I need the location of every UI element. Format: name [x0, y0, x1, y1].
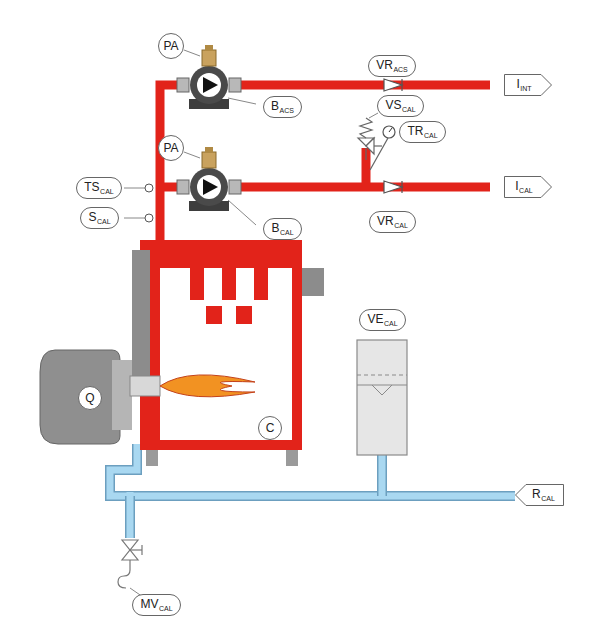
callout-text: VECAL	[367, 313, 397, 327]
callout-subscript: CAL	[280, 229, 294, 236]
callout-text: VRACS	[376, 59, 408, 73]
callout-text: VRCAL	[377, 215, 408, 229]
burner-callout: Q	[78, 386, 102, 410]
callout-text: VSCAL	[385, 99, 415, 113]
callout-label: C	[266, 421, 275, 435]
callout-subscript: CAL	[541, 495, 555, 502]
callout-subscript: INT	[520, 85, 531, 92]
callout-text: C	[266, 422, 275, 434]
callout-subscript: CAL	[159, 605, 173, 612]
pump-symbol	[177, 147, 241, 211]
callout-text: SCAL	[88, 211, 110, 225]
pump-callout: BACS	[263, 96, 302, 118]
callout-label: I	[515, 179, 518, 193]
check-valve-callout: VRACS	[368, 55, 416, 77]
callout-label: PA	[163, 39, 178, 53]
callout-text: PA	[163, 142, 178, 154]
burner	[40, 350, 255, 444]
outlet-arrow: ICAL	[504, 176, 552, 198]
callout-subscript: CAL	[424, 132, 438, 139]
expansion-vessel	[357, 340, 407, 455]
callout-subscript: CAL	[394, 222, 408, 229]
callout-label: PA	[163, 141, 178, 155]
callout-label: VE	[367, 312, 383, 326]
callout-text: TSCAL	[84, 181, 113, 195]
callout-label: R	[532, 487, 541, 501]
callout-text: TRCAL	[407, 125, 437, 139]
callout-label: S	[88, 210, 96, 224]
callout-text: BCAL	[271, 222, 293, 236]
boiler-callout: C	[258, 416, 282, 440]
callout-text: BACS	[271, 100, 294, 114]
callout-subscript: ACS	[280, 107, 294, 114]
callout-label: B	[271, 221, 279, 235]
check-valve-callout: VRCAL	[369, 211, 416, 233]
sensor-callout: SCAL	[80, 207, 119, 229]
callout-label: VS	[385, 98, 401, 112]
pressure-gauge	[370, 126, 395, 170]
pressure-adjust-callout: PA	[158, 135, 184, 161]
callout-label: B	[271, 99, 279, 113]
boiler-body	[132, 240, 324, 466]
callout-label: TS	[84, 180, 99, 194]
gauge-callout: TRCAL	[399, 121, 446, 143]
callout-subscript: CAL	[97, 218, 111, 225]
callout-subscript: CAL	[402, 106, 416, 113]
callout-text: PA	[163, 40, 178, 52]
sensor	[124, 184, 153, 222]
callout-label: I	[516, 77, 519, 91]
pump-symbol	[177, 45, 241, 109]
drain-valve-callout: MVCAL	[132, 594, 181, 616]
leader-line	[369, 113, 378, 118]
callout-subscript: CAL	[384, 320, 398, 327]
leader-line	[184, 50, 256, 225]
pump-callout: BCAL	[263, 218, 302, 240]
pressure-adjust-callout: PA	[158, 33, 184, 59]
callout-text: Q	[85, 392, 94, 404]
expansion-vessel-callout: VECAL	[359, 309, 406, 331]
thermostat-callout: TSCAL	[76, 177, 122, 199]
safety-valve	[358, 118, 382, 160]
return-arrow: RCAL	[515, 484, 564, 506]
callout-label: TR	[407, 124, 423, 138]
callout-subscript: CAL	[100, 188, 114, 195]
callout-subscript: CAL	[519, 187, 533, 194]
callout-text: IINT	[516, 78, 531, 92]
callout-label: Q	[85, 391, 94, 405]
flow-pipe	[160, 85, 490, 248]
callout-text: ICAL	[515, 180, 532, 194]
callout-text: RCAL	[532, 488, 555, 502]
callout-label: MV	[140, 597, 158, 611]
safety-valve-callout: VSCAL	[377, 95, 424, 117]
callout-text: MVCAL	[140, 598, 172, 612]
callout-label: VR	[377, 214, 394, 228]
callout-label: VR	[376, 58, 393, 72]
outlet-arrow: IINT	[504, 74, 552, 96]
callout-subscript: ACS	[393, 66, 407, 73]
drain-valve	[118, 540, 142, 588]
